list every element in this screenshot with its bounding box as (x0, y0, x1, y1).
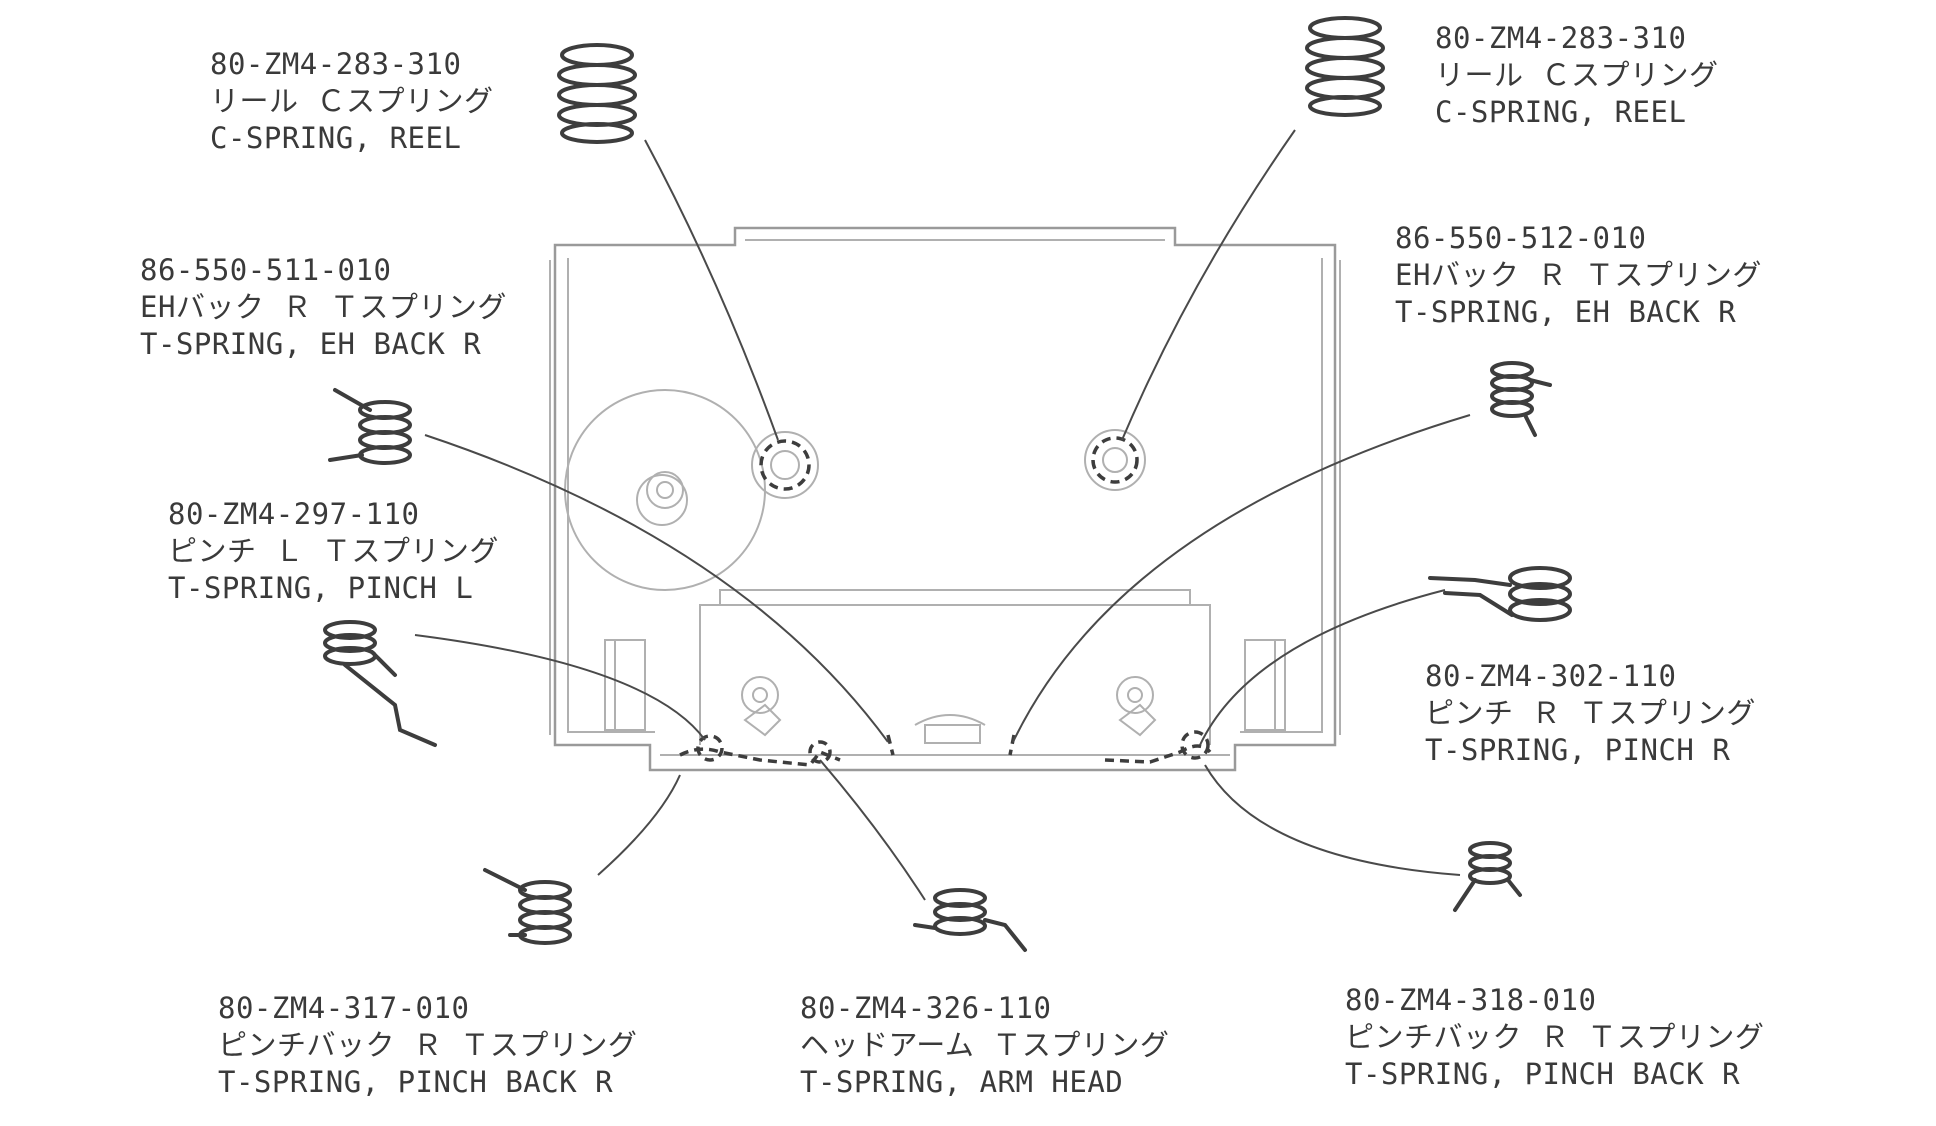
part-name-jp: リール Ｃスプリング (1435, 58, 1719, 92)
t-spring-pinch-r-icon (1428, 566, 1572, 622)
part-number: 80-ZM4-297-110 (168, 497, 420, 531)
label-pinch-r: 80-ZM4-302-110 ピンチ Ｒ Ｔスプリング T-SPRING, PI… (1425, 658, 1756, 769)
label-reel-right: 80-ZM4-283-310 リール Ｃスプリング C-SPRING, REEL (1435, 20, 1718, 131)
part-name-jp: ヘッドアーム Ｔスプリング (800, 1028, 1170, 1062)
part-name-en: T-SPRING, PINCH BACK R (1345, 1057, 1741, 1091)
part-number: 80-ZM4-318-010 (1345, 983, 1597, 1017)
part-number: 80-ZM4-283-310 (210, 47, 462, 81)
part-name-en: C-SPRING, REEL (1435, 95, 1687, 129)
chassis-outline (549, 226, 1341, 772)
part-name-jp: ピンチバック Ｒ Ｔスプリング (218, 1028, 638, 1062)
c-spring-reel-left-icon (557, 43, 637, 144)
t-spring-pinch-back-right-icon (1453, 841, 1522, 912)
part-name-en: T-SPRING, PINCH BACK R (218, 1065, 614, 1099)
leader-lines (414, 129, 1471, 901)
part-name-jp: EHバック Ｒ Ｔスプリング (1395, 258, 1762, 292)
t-spring-eh-back-right-icon (1490, 361, 1552, 437)
c-spring-reel-right-icon (1305, 16, 1385, 117)
head (914, 714, 986, 726)
part-name-en: C-SPRING, REEL (210, 121, 462, 155)
part-name-jp: ピンチ Ｌ Ｔスプリング (168, 534, 499, 568)
part-number: 80-ZM4-302-110 (1425, 659, 1677, 693)
part-name-jp: ピンチバック Ｒ Ｔスプリング (1345, 1020, 1765, 1054)
label-eh-back-left: 86-550-511-010 EHバック Ｒ Ｔスプリング T-SPRING, … (140, 252, 507, 363)
spring-positions (679, 730, 1212, 767)
reel-spindle-left (751, 431, 819, 499)
part-number: 86-550-511-010 (140, 253, 392, 287)
part-name-en: T-SPRING, EH BACK R (140, 327, 482, 361)
t-spring-eh-back-left-icon (328, 388, 412, 465)
part-name-en: T-SPRING, ARM HEAD (800, 1065, 1124, 1099)
part-number: 80-ZM4-283-310 (1435, 21, 1687, 55)
label-pinch-l: 80-ZM4-297-110 ピンチ Ｌ Ｔスプリング T-SPRING, PI… (168, 496, 499, 607)
label-pinch-back-left: 80-ZM4-317-010 ピンチバック Ｒ Ｔスプリング T-SPRING,… (218, 990, 637, 1101)
t-spring-pinch-l-icon (323, 620, 437, 747)
part-number: 86-550-512-010 (1395, 221, 1647, 255)
part-name-jp: ピンチ Ｒ Ｔスプリング (1425, 696, 1756, 730)
t-spring-pinch-back-left-icon (483, 868, 572, 945)
label-arm-head: 80-ZM4-326-110 ヘッドアーム Ｔスプリング T-SPRING, A… (800, 990, 1169, 1101)
label-pinch-back-right: 80-ZM4-318-010 ピンチバック Ｒ Ｔスプリング T-SPRING,… (1345, 982, 1764, 1093)
flywheel (564, 389, 766, 591)
label-eh-back-right: 86-550-512-010 EHバック Ｒ Ｔスプリング T-SPRING, … (1395, 220, 1762, 331)
pinch-roller-right (1116, 676, 1157, 737)
pinch-roller-left (741, 676, 782, 737)
part-number: 80-ZM4-317-010 (218, 991, 470, 1025)
label-reel-left: 80-ZM4-283-310 リール Ｃスプリング C-SPRING, REEL (210, 46, 493, 157)
part-number: 80-ZM4-326-110 (800, 991, 1052, 1025)
head-base (924, 724, 981, 744)
part-name-en: T-SPRING, EH BACK R (1395, 295, 1737, 329)
part-name-jp: EHバック Ｒ Ｔスプリング (140, 290, 507, 324)
part-name-jp: リール Ｃスプリング (210, 84, 494, 118)
t-spring-arm-head-icon (913, 888, 1027, 952)
reel-spindle-right (1084, 429, 1146, 491)
part-name-en: T-SPRING, PINCH L (168, 571, 474, 605)
part-name-en: T-SPRING, PINCH R (1425, 733, 1731, 767)
